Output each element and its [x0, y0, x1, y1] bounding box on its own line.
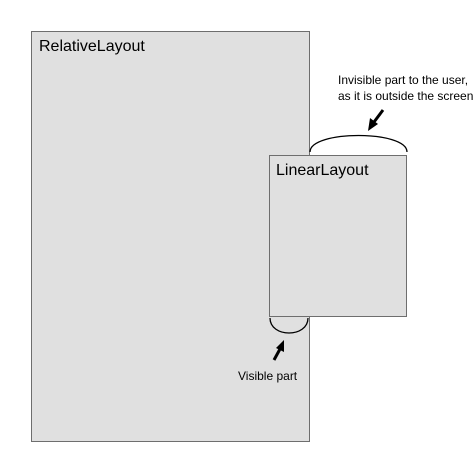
invisible-part-bracket	[309, 134, 408, 153]
relative-layout-label: RelativeLayout	[39, 38, 145, 55]
visible-part-annotation: Visible part	[238, 369, 298, 383]
invisible-part-text-line-1: Invisible part to the user,	[338, 73, 469, 87]
relative-layout-box: RelativeLayout	[31, 31, 310, 442]
linear-layout-label: LinearLayout	[276, 162, 369, 179]
invisible-arrow-icon	[368, 109, 385, 131]
invisible-part-annotation: Invisible part to the user, as it is out…	[338, 72, 473, 104]
linear-layout-box: LinearLayout	[269, 155, 407, 317]
invisible-part-text-line-2: as it is outside the screen	[338, 89, 474, 103]
